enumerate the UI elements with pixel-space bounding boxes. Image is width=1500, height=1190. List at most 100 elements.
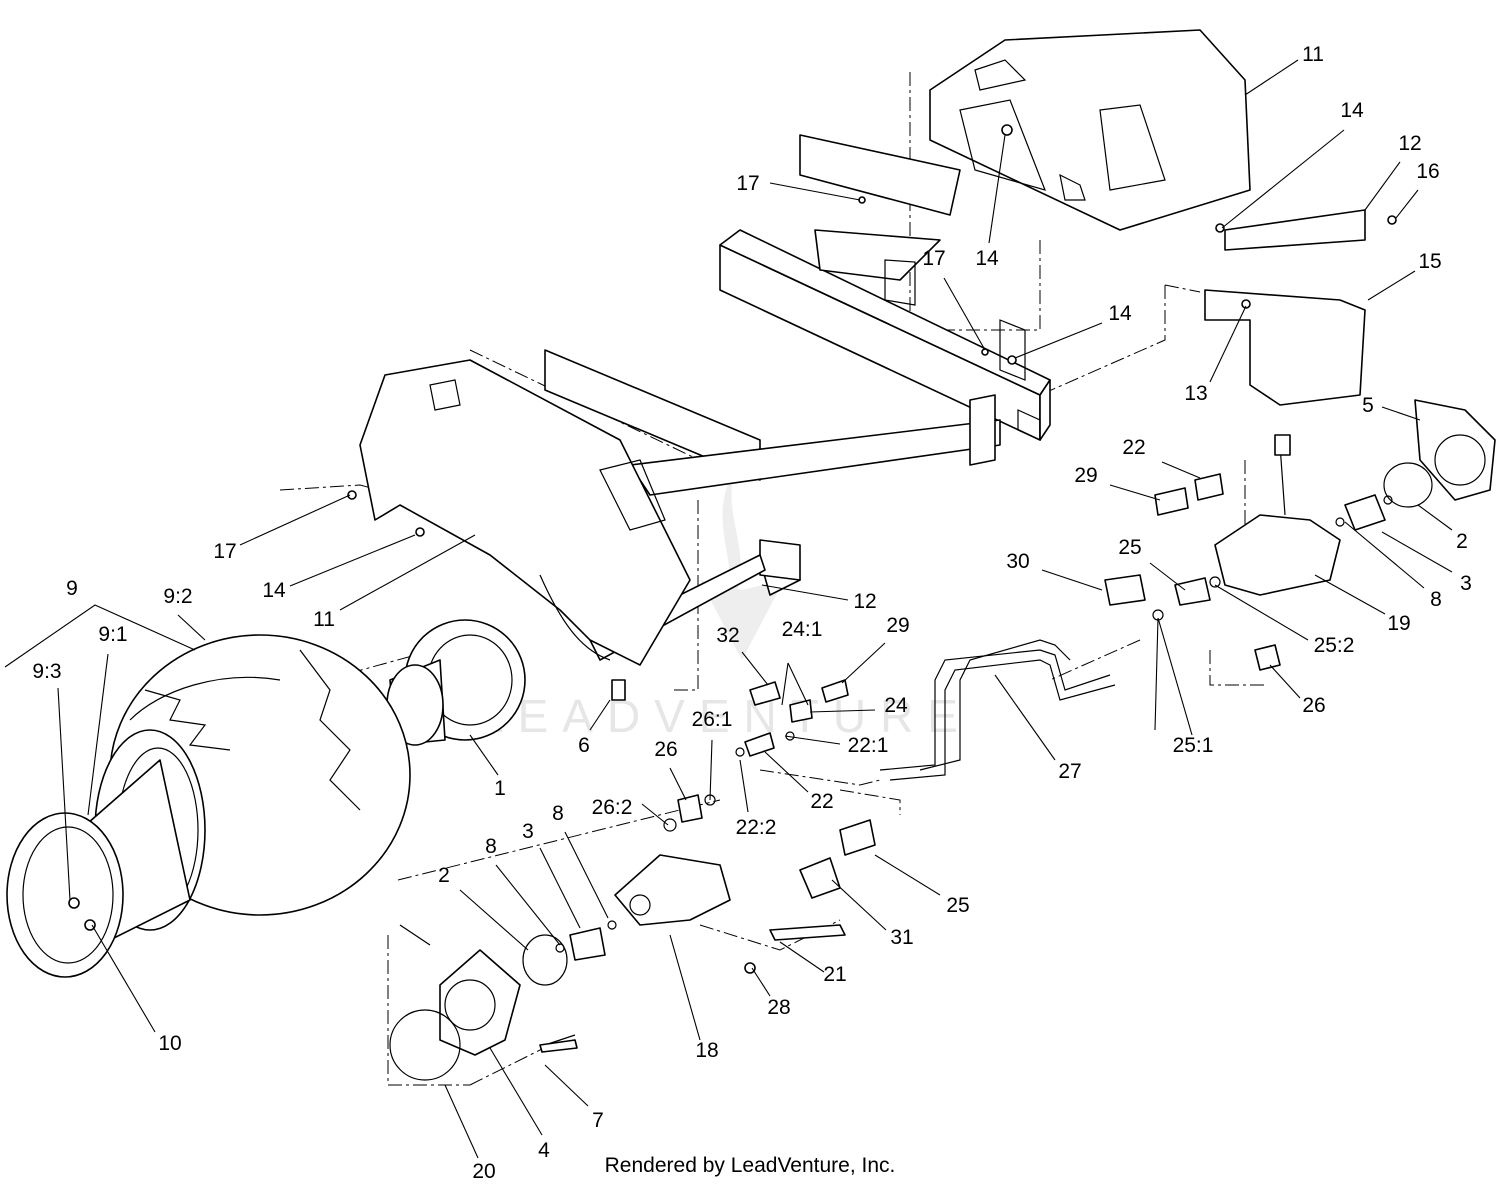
callout-label-c14d: 14: [1108, 302, 1132, 325]
callout-leader-c3a: [539, 847, 581, 929]
callout-leader-c12a: [761, 584, 849, 601]
callout-leader-c252: [1214, 584, 1309, 641]
callout-label-c10: 10: [158, 1032, 181, 1055]
callout-leader-c32: [741, 651, 769, 686]
right-fender: [929, 29, 1251, 231]
callout-label-c26b: 26: [1302, 694, 1325, 717]
callout-leader-c261: [709, 739, 713, 801]
callout-label-c262: 26:2: [592, 796, 633, 819]
callout-leader-c221: [784, 735, 841, 745]
callout-leader-c6: [589, 699, 611, 731]
callout-leader-c25a: [874, 854, 941, 896]
callout-label-c31: 31: [890, 926, 913, 949]
callout-label-c27: 27: [1058, 760, 1081, 783]
callout-label-c18: 18: [695, 1039, 718, 1062]
callout-leader-c8c: [1344, 521, 1425, 589]
callout-leader-c7: [544, 1064, 589, 1107]
callout-label-c29b: 29: [1074, 464, 1097, 487]
callout-leader-c30: [1041, 569, 1103, 591]
callout-leader-c26a: [669, 767, 687, 801]
callout-label-c2b: 2: [1456, 530, 1468, 553]
callout-label-c29a: 29: [886, 614, 909, 637]
callout-label-c1: 1: [494, 777, 506, 800]
callout-label-c25b: 25: [1118, 536, 1141, 559]
callout-label-c221: 22:1: [848, 734, 889, 757]
callout-label-c16: 16: [1416, 160, 1439, 183]
callout-leader-c25b: [1149, 562, 1186, 591]
watermark-text: LEADVENTURE: [478, 690, 972, 742]
hydraulic-fittings: [539, 473, 1281, 1053]
callout-leader-c4: [489, 1047, 543, 1136]
callout-leader-c8b: [564, 831, 609, 919]
callout-label-c93: 9:3: [32, 660, 61, 683]
callout-leader-c31: [831, 879, 887, 931]
callout-leader-c2a: [459, 889, 529, 951]
callout-label-c11a: 11: [313, 608, 335, 631]
callout-leader-c19: [1314, 574, 1386, 615]
callout-leader-c17c: [943, 277, 986, 351]
tire-and-wheel: [6, 634, 411, 978]
callout-label-c3b: 3: [1460, 572, 1472, 595]
callout-leader-c11b: [1244, 59, 1299, 96]
callout-label-c17a: 17: [213, 540, 236, 563]
callout-label-c222: 22:2: [736, 816, 777, 839]
callout-label-c4: 4: [538, 1139, 550, 1162]
render-credit: Rendered by LeadVenture, Inc.: [604, 1154, 896, 1177]
left-hydraulic-pump-group: [389, 854, 731, 1081]
callout-label-c91: 9:1: [98, 623, 127, 646]
callout-label-c7: 7: [592, 1109, 604, 1132]
callout-leader-c10: [91, 924, 156, 1033]
callout-leader-c28: [751, 967, 771, 997]
callout-leader-c21: [779, 941, 825, 973]
callout-label-c17b: 17: [736, 172, 759, 195]
callout-label-c19: 19: [1387, 612, 1410, 635]
callout-leader-c17b: [769, 182, 861, 201]
callout-label-c25a: 25: [946, 894, 969, 917]
callout-leader-c16: [1395, 189, 1419, 219]
callout-leader-c18: [669, 934, 701, 1041]
callout-leader-c26b: [1269, 664, 1301, 699]
callout-label-c251: 25:1: [1173, 734, 1214, 757]
small-hardware: [347, 124, 1397, 974]
callout-leader-c15: [1367, 270, 1416, 301]
callout-label-c261: 26:1: [692, 708, 733, 731]
callout-label-c26a: 26: [654, 738, 677, 761]
callout-label-c20: 20: [472, 1160, 495, 1183]
callout-label-c5: 5: [1362, 394, 1374, 417]
callout-leader-c92: [177, 614, 206, 641]
callout-leader-c93: [57, 687, 71, 901]
callout-label-c12a: 12: [853, 590, 876, 613]
callout-leader-c13: [1209, 305, 1247, 383]
callout-label-c22a: 22: [810, 790, 833, 813]
callout-leader-c17a: [239, 494, 351, 546]
callout-label-c252: 25:2: [1314, 634, 1355, 657]
callout-leader-c222: [739, 759, 749, 813]
callout-label-c21: 21: [823, 963, 846, 986]
callout-leader-c29a: [841, 642, 886, 684]
callout-label-c9: 9: [66, 577, 78, 600]
left-fender: [359, 359, 691, 666]
callout-label-c32: 32: [716, 624, 739, 647]
callout-label-c14a: 14: [262, 579, 286, 602]
callout-label-c30: 30: [1006, 550, 1029, 573]
group-brackets: [4, 604, 1193, 736]
callout-label-c13: 13: [1184, 382, 1207, 405]
callout-leader-c22b: [1161, 461, 1201, 479]
callout-label-c24: 24: [884, 694, 908, 717]
callout-label-c92: 9:2: [163, 585, 192, 608]
callout-leader-c27: [994, 674, 1056, 761]
callout-leader-c91: [87, 653, 109, 816]
mud-flap: [1204, 289, 1366, 406]
callout-leader-c20: [444, 1084, 479, 1159]
callout-label-c28: 28: [767, 996, 790, 1019]
callout-label-c241: 24:1: [782, 618, 823, 641]
callout-label-c8a: 8: [485, 835, 497, 858]
hydraulic-tube: [879, 639, 1116, 781]
callout-leader-c262: [641, 803, 669, 826]
callout-label-c15: 15: [1418, 250, 1441, 273]
callout-leader-c29b: [1109, 484, 1161, 501]
callout-leader-c14d: [1014, 322, 1103, 359]
callout-leader-c5: [1381, 406, 1421, 421]
callout-leader-c3b: [1381, 531, 1453, 573]
callout-layer: 12233456788899:19:29:3101111121213141414…: [32, 43, 1471, 1183]
